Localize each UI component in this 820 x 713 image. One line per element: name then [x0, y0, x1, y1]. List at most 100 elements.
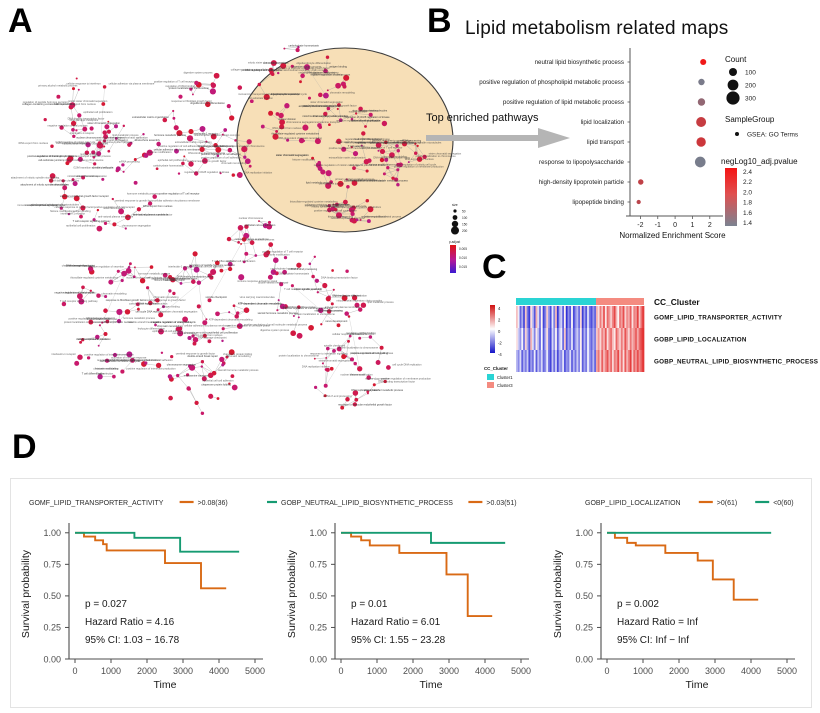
km-x-tick: 3000	[439, 666, 459, 676]
network-node	[248, 164, 252, 168]
network-node	[268, 67, 274, 73]
heatmap-cell	[526, 306, 529, 328]
heatmap-row	[516, 350, 645, 372]
heatmap-cell	[546, 328, 549, 350]
network-node	[71, 87, 76, 91]
svg-text:regulation of DNA binding: regulation of DNA binding	[166, 84, 196, 88]
network-node	[235, 311, 240, 315]
svg-text:nuclear chromosome: nuclear chromosome	[75, 174, 100, 178]
network-node	[93, 162, 97, 166]
heatmap-cell	[587, 350, 590, 372]
heatmap-cell	[622, 328, 625, 350]
network-node	[121, 270, 127, 277]
network-node	[320, 323, 323, 326]
heatmap-cell	[576, 328, 579, 350]
km-hazard-ratio: Hazard Ratio = 6.01	[351, 617, 441, 628]
network-node	[104, 294, 108, 299]
svg-text:DNA damage checkpoint: DNA damage checkpoint	[86, 316, 115, 320]
dotplot-point	[697, 98, 706, 106]
network-node	[279, 303, 286, 310]
network-node	[81, 338, 85, 342]
network-node	[364, 125, 367, 128]
cluster-legend-swatch	[487, 374, 494, 380]
heatmap-cell	[640, 328, 643, 350]
legend-size-dot	[451, 226, 459, 235]
network-node	[92, 155, 96, 159]
km-y-tick: 1.00	[43, 528, 61, 538]
svg-text:cerebral response to growth fa: cerebral response to growth factor	[55, 205, 94, 209]
network-node	[237, 241, 240, 244]
svg-text:negative regulation of viral p: negative regulation of viral process	[48, 123, 89, 127]
heatmap-cell	[594, 306, 597, 328]
km-x-tick: 4000	[209, 666, 229, 676]
km-y-tick: 0.00	[575, 654, 593, 664]
dotplot-y-label: high-density lipoprotein particle	[539, 179, 625, 186]
svg-text:negative regulation of mitotic: negative regulation of mitotic cell cycl…	[392, 163, 437, 167]
heatmap-cell	[601, 350, 604, 372]
network-node	[352, 151, 359, 157]
svg-text:positive regulation of cell ad: positive regulation of cell adhesion	[201, 152, 241, 156]
svg-text:oligodendrocyte differentiatio: oligodendrocyte differentiation	[281, 305, 316, 309]
network-node	[363, 159, 370, 165]
svg-text:positive regulation of cell cy: positive regulation of cell cycle phase	[350, 351, 393, 355]
network-node	[128, 216, 130, 219]
network-node	[354, 302, 360, 308]
heatmap-cell	[642, 328, 645, 350]
network-node	[98, 324, 101, 327]
network-node	[351, 180, 358, 186]
network-node	[297, 45, 300, 49]
heatmap-cell	[544, 350, 547, 372]
network-node	[246, 139, 252, 145]
network-node	[96, 225, 103, 232]
svg-text:chromatin remodeling: chromatin remodeling	[382, 155, 407, 159]
svg-text:chaperone protein folding: chaperone protein folding	[198, 144, 228, 148]
svg-text:spindle checkpoint: spindle checkpoint	[92, 165, 114, 169]
svg-text:hormone metabolic process: hormone metabolic process	[77, 337, 110, 341]
heatmap-cell	[549, 350, 552, 372]
km-legend-title: GOBP_NEUTRAL_LIPID_BIOSYNTHETIC_PROCESS	[281, 500, 453, 507]
network-node	[308, 262, 312, 266]
network-node	[202, 320, 208, 326]
heatmap-scale-tick: -2	[498, 341, 502, 346]
heatmap-cell	[523, 350, 526, 372]
network-node	[228, 382, 231, 385]
svg-text:RNA export from nucleus: RNA export from nucleus	[405, 157, 435, 161]
svg-text:protein localization to chromo: protein localization to chromosome	[295, 312, 336, 316]
svg-text:positive regulation of T cell: positive regulation of T cell receptor	[94, 205, 135, 209]
svg-text:positive regulation of interle: positive regulation of interleukin produ…	[85, 353, 135, 357]
svg-text:lipid metabolic process: lipid metabolic process	[84, 154, 111, 158]
network-node	[360, 302, 367, 308]
network-node	[396, 168, 400, 172]
network-node	[346, 185, 350, 189]
svg-text:regulation of peptide hormone: regulation of peptide hormone secretion	[355, 141, 401, 145]
network-node	[215, 146, 222, 153]
dotplot-x-tick: 1	[690, 222, 694, 229]
svg-text:double-strand break repair: double-strand break repair	[64, 291, 95, 295]
heatmap-cell	[571, 350, 574, 372]
heatmap-cell	[606, 328, 609, 350]
svg-text:mitotic spindle assembly: mitotic spindle assembly	[271, 92, 300, 96]
svg-text:chromosome segregation: chromosome segregation	[122, 223, 152, 227]
samplegroup-legend-label: GSEA: GO Terms	[747, 132, 799, 139]
network-node	[365, 198, 370, 203]
network-node	[279, 124, 285, 130]
network-node	[284, 103, 290, 109]
network-node	[192, 341, 197, 346]
svg-text:epithelial cell proliferation: epithelial cell proliferation	[209, 331, 239, 335]
panel-d-letter: D	[12, 428, 37, 466]
network-node	[336, 323, 341, 328]
heatmap-cell	[535, 328, 538, 350]
heatmap-cell	[583, 328, 586, 350]
svg-text:cellular response to interfero: cellular response to interferon	[332, 332, 367, 336]
network-node	[325, 170, 332, 177]
network-node	[341, 295, 348, 301]
svg-text:cell-substrate junction: cell-substrate junction	[38, 158, 64, 162]
heatmap-row	[516, 328, 645, 350]
svg-text:antigen binding: antigen binding	[162, 305, 180, 309]
svg-text:lipid metabolic process: lipid metabolic process	[306, 181, 333, 185]
network-node	[162, 117, 168, 123]
heatmap-cell	[587, 306, 590, 328]
svg-text:cellular adhesion via plasma m: cellular adhesion via plasma membrane	[184, 324, 230, 328]
heatmap-cell	[540, 306, 544, 328]
count-legend-dot	[726, 91, 740, 105]
